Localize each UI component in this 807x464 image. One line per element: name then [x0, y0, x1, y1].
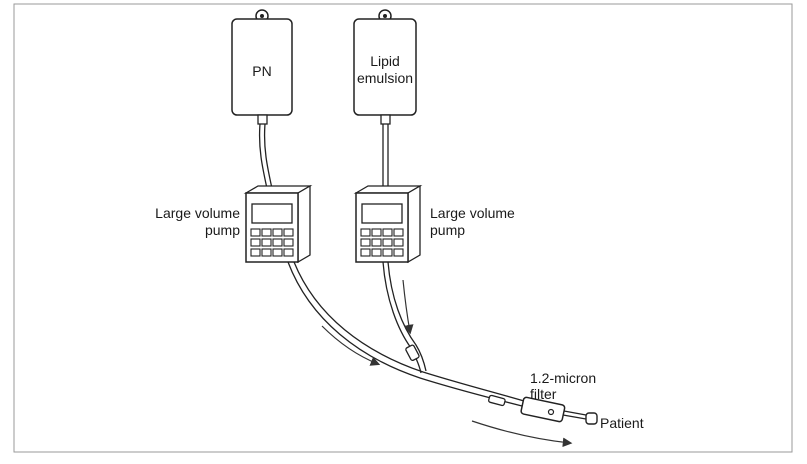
pump-left-label-line1: Large volume — [155, 205, 240, 221]
flow-arrows — [321, 279, 573, 448]
pump-right-keypad — [360, 228, 404, 257]
pn-bag-port — [257, 114, 268, 125]
pn-bag-label: PN — [252, 63, 271, 79]
pump-right-label-line1: Large volume — [430, 205, 515, 221]
pump-right-display — [361, 203, 403, 224]
flow-arrow-pn — [321, 325, 381, 366]
filter-label-line1: 1.2-micron — [530, 370, 596, 386]
lipid-bag-port — [380, 114, 391, 125]
patient-label: Patient — [600, 415, 644, 431]
pump-left-display — [251, 203, 293, 224]
flow-arrow-patient — [471, 420, 573, 448]
pump-right — [353, 184, 423, 264]
diagram-border — [13, 3, 793, 453]
filter-label-line2: filter — [530, 386, 557, 402]
upper-tubing — [258, 123, 389, 194]
pump-left-keypad — [250, 228, 294, 257]
flow-arrow-lipid — [402, 279, 414, 335]
pn-bag: PN — [231, 9, 293, 125]
pump-right-label-line2: pump — [430, 222, 465, 238]
patient-connector — [585, 412, 598, 425]
pump-left — [243, 184, 313, 264]
lipid-bag: Lipid emulsion — [353, 9, 417, 125]
pump-left-label-line2: pump — [205, 222, 240, 238]
filter-body — [520, 396, 566, 423]
lipid-bag-label-line1: Lipid — [370, 53, 400, 69]
lipid-bag-label-line2: emulsion — [357, 70, 413, 86]
lipid-line-connector — [405, 344, 420, 362]
filter — [520, 396, 566, 423]
pn-line-connector — [488, 394, 506, 407]
